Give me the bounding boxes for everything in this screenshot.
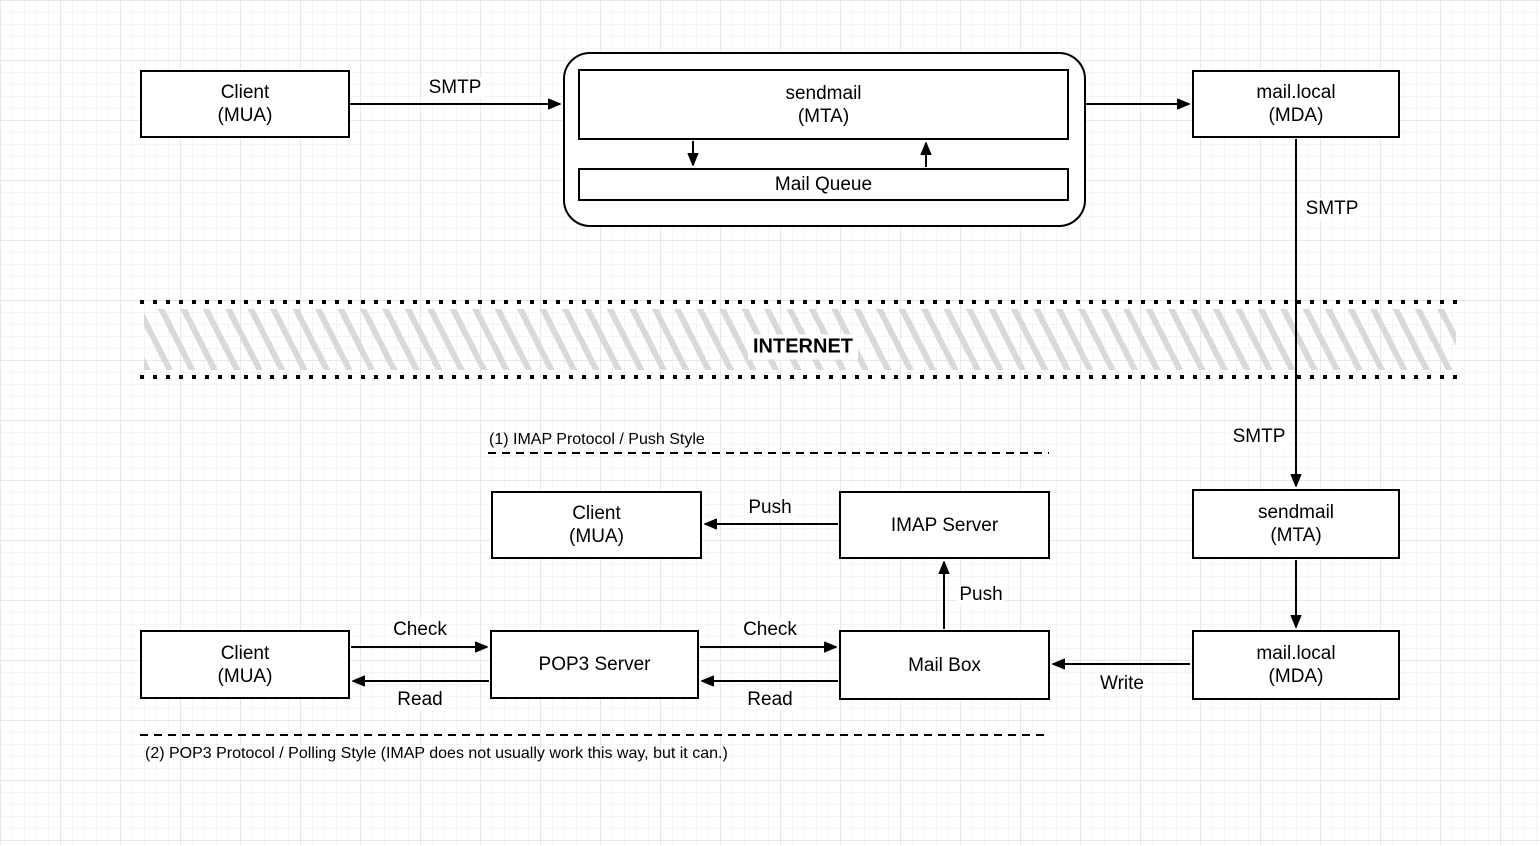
node-label-line1: IMAP Server bbox=[890, 514, 999, 536]
node-label-line1: sendmail bbox=[785, 82, 862, 104]
sendmail-mta-bottom-box: sendmail (MTA) bbox=[1192, 489, 1400, 559]
node-label-line2: (MUA) bbox=[217, 105, 273, 126]
read-label-2: Read bbox=[744, 689, 796, 711]
node-label-line2: (MUA) bbox=[217, 665, 273, 687]
internet-band-top-dotted-line bbox=[140, 300, 1460, 304]
node-label-line1: Mail Box bbox=[908, 654, 981, 676]
check-label-2: Check bbox=[740, 619, 800, 641]
write-label: Write bbox=[1097, 673, 1147, 695]
smtp-label-top: SMTP bbox=[425, 77, 485, 99]
internet-band-bottom-dotted-line bbox=[140, 375, 1460, 379]
client-mua-pop3-box: Client (MUA) bbox=[140, 630, 350, 699]
node-label-line1: Client bbox=[220, 82, 270, 103]
node-label-line2: (MTA) bbox=[1270, 525, 1322, 546]
smtp-label-mid: SMTP bbox=[1302, 198, 1362, 220]
check-label-1: Check bbox=[390, 619, 450, 641]
imap-server-box: IMAP Server bbox=[839, 491, 1050, 559]
node-label-line1: Mail Queue bbox=[774, 174, 873, 195]
node-label-line1: Client bbox=[220, 642, 270, 664]
node-label-line2: (MUA) bbox=[569, 526, 624, 547]
node-label-line1: mail.local bbox=[1256, 643, 1336, 664]
client-mua-top-box: Client (MUA) bbox=[140, 70, 350, 138]
smtp-label-lower: SMTP bbox=[1229, 426, 1289, 448]
pop3-server-box: POP3 Server bbox=[490, 630, 699, 699]
mail-local-mda-top-box: mail.local (MDA) bbox=[1192, 70, 1400, 138]
section2-caption: (2) POP3 Protocol / Polling Style (IMAP … bbox=[145, 745, 728, 762]
node-label-line2: (MDA) bbox=[1268, 666, 1324, 687]
mail-box-box: Mail Box bbox=[839, 630, 1050, 700]
push-label-horizontal: Push bbox=[745, 497, 795, 519]
sendmail-mta-top-box: sendmail (MTA) bbox=[578, 69, 1069, 140]
mail-queue-box: Mail Queue bbox=[578, 168, 1069, 201]
read-label-1: Read bbox=[394, 689, 446, 711]
node-label-line1: POP3 Server bbox=[538, 654, 651, 675]
node-label-line1: mail.local bbox=[1256, 82, 1336, 103]
internet-label: INTERNET bbox=[748, 334, 858, 360]
node-label-line2: (MTA) bbox=[797, 105, 850, 127]
push-label-vertical: Push bbox=[956, 584, 1006, 606]
node-label-line1: Client bbox=[572, 503, 621, 524]
node-label-line1: sendmail bbox=[1257, 502, 1335, 523]
section1-caption: (1) IMAP Protocol / Push Style bbox=[489, 431, 705, 448]
client-mua-imap-box: Client (MUA) bbox=[491, 491, 702, 559]
node-label-line2: (MDA) bbox=[1268, 105, 1324, 126]
mail-local-mda-bottom-box: mail.local (MDA) bbox=[1192, 630, 1400, 700]
